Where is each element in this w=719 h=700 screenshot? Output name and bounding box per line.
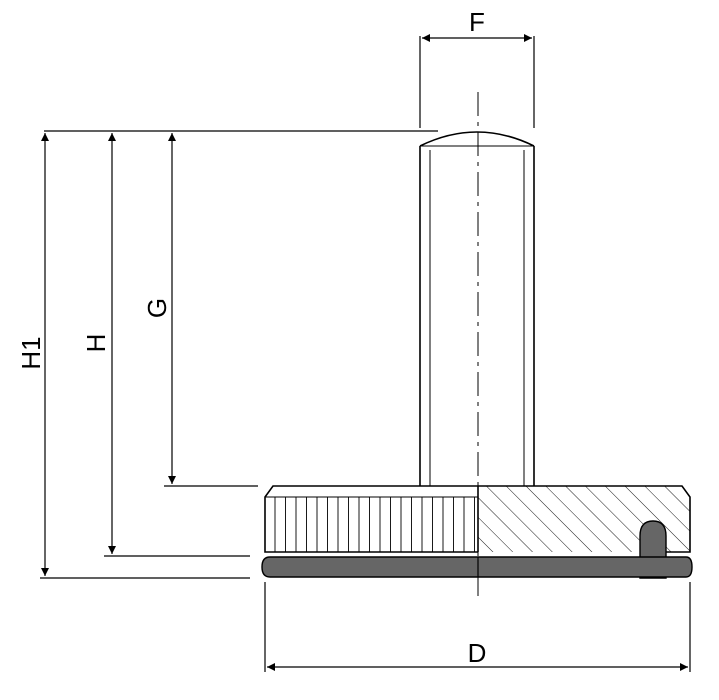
stem — [419, 131, 535, 486]
label-H: H — [81, 334, 111, 353]
base-knurled-half — [264, 485, 478, 553]
extension-lines — [40, 36, 691, 672]
label-F: F — [469, 7, 485, 37]
dimension-lines — [41, 34, 688, 671]
base-pad — [261, 556, 693, 578]
label-H1: H1 — [16, 336, 46, 369]
label-D: D — [468, 638, 487, 668]
label-G: G — [142, 298, 172, 318]
